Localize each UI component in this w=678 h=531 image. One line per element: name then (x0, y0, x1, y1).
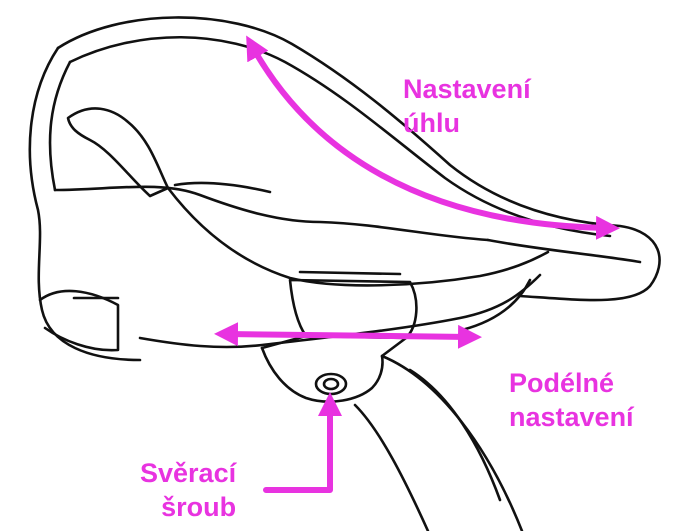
angle-adjustment-label: Nastavení úhlu (403, 72, 531, 140)
saddle-shell-lower-edge (488, 240, 640, 262)
clamp-screw-label-line2: šroub (140, 490, 236, 524)
clamp-screw-arrow (266, 404, 330, 490)
saddle-rear-pocket (68, 108, 168, 196)
bolt-socket (324, 379, 338, 389)
longitudinal-adjustment-label: Podélné nastavení (509, 366, 634, 434)
angle-adjustment-label-line2: úhlu (403, 106, 531, 140)
clamp-body (262, 338, 406, 402)
clamp-head-top (300, 272, 400, 274)
seatpost-inner (410, 370, 500, 500)
longitudinal-adjust-arrow (226, 334, 470, 337)
saddle-rail-front (462, 280, 530, 330)
bolt-head (316, 374, 346, 394)
seatpost-left-edge (355, 405, 428, 531)
saddle-left-inner (50, 62, 70, 190)
longitudinal-adjustment-label-line1: Podélné (509, 366, 634, 400)
saddle-rear-lower (40, 291, 118, 350)
saddle-drawing (30, 17, 660, 531)
saddle-left-body (30, 48, 140, 360)
seatpost-right-edge (382, 356, 522, 531)
clamp-screw-label-line1: Svěrací (140, 456, 236, 490)
clamp-screw-label: Svěrací šroub (140, 456, 236, 524)
longitudinal-adjustment-label-line2: nastavení (509, 400, 634, 434)
angle-adjustment-label-line1: Nastavení (403, 72, 531, 106)
